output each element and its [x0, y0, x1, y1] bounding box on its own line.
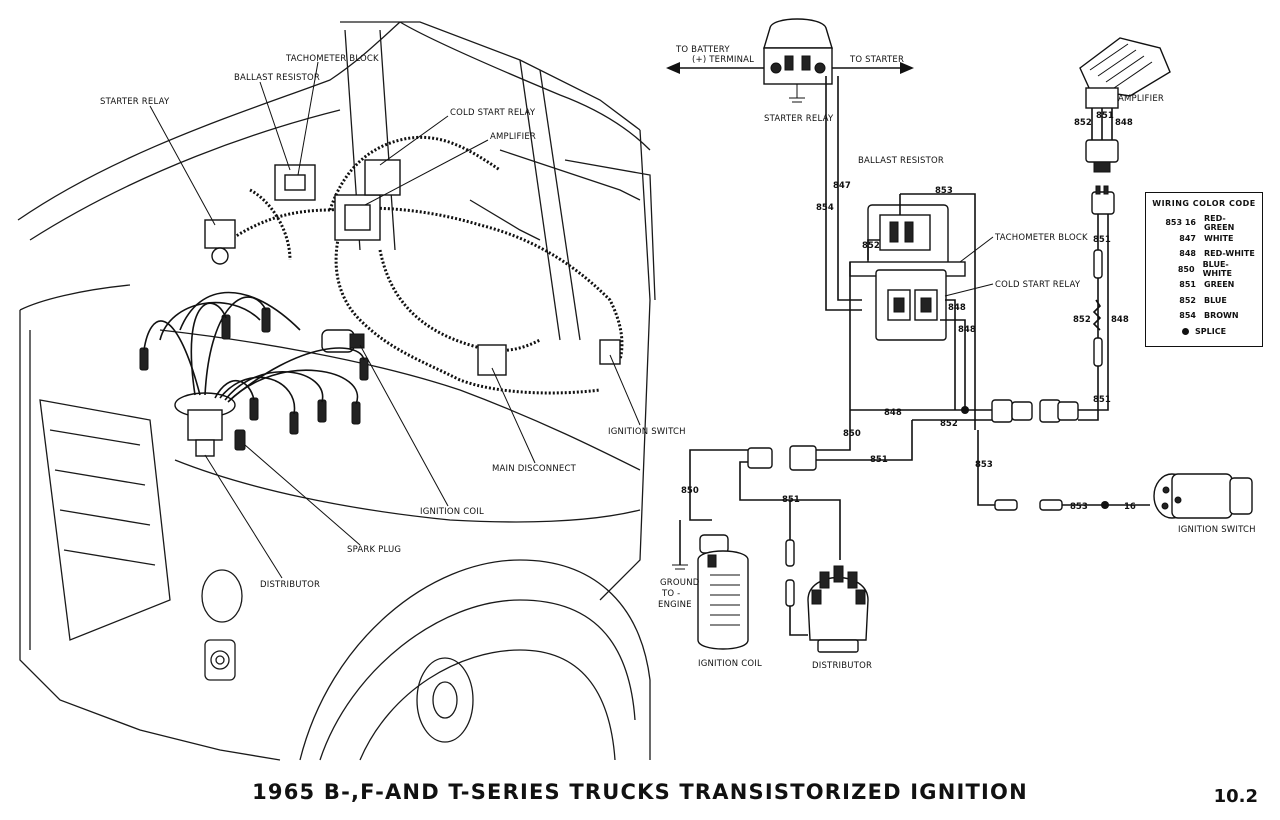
- wire-number: 848: [948, 303, 966, 313]
- wire-number: 851: [870, 455, 888, 465]
- label-starter-relay: STARTER RELAY: [100, 97, 170, 107]
- legend-row: 851 GREEN: [1152, 277, 1256, 293]
- wire-number: 853: [975, 460, 993, 470]
- wire-numbers: 847 854 852 851 848 853 852 848 848 848 …: [681, 111, 1136, 512]
- label-tachometer-block-schem: TACHOMETER BLOCK: [994, 233, 1088, 243]
- label-main-disconnect: MAIN DISCONNECT: [492, 464, 577, 474]
- left-labels: TACHOMETER BLOCK BALLAST RESISTOR STARTE…: [100, 54, 686, 590]
- label-distributor: DISTRIBUTOR: [260, 580, 320, 590]
- page-number: 10.2: [1213, 786, 1258, 807]
- label-ground-to: TO -: [661, 589, 680, 599]
- legend-row: 852 BLUE: [1152, 293, 1256, 309]
- label-ground-engine: ENGINE: [658, 600, 692, 610]
- legend-code: 853 16: [1165, 218, 1196, 228]
- label-cold-start-relay: COLD START RELAY: [450, 108, 536, 118]
- legend-title: WIRING COLOR CODE: [1152, 199, 1256, 208]
- wire-number: 851: [1093, 395, 1111, 405]
- legend-code: 850: [1177, 264, 1195, 274]
- wire-number: 848: [1111, 315, 1129, 325]
- label-battery-terminal: (+) TERMINAL: [692, 55, 754, 65]
- legend-code: 854: [1179, 311, 1196, 321]
- distributor: [807, 565, 869, 653]
- legend-row: 850 BLUE-WHITE: [1152, 260, 1256, 279]
- truck-cab-illustration: [17, 21, 656, 761]
- legend-color: RED-GREEN: [1203, 213, 1235, 232]
- wire-number: 851: [782, 495, 800, 505]
- label-spark-plug: SPARK PLUG: [347, 545, 401, 555]
- page-title: 1965 B-,F-AND T-SERIES TRUCKS TRANSISTOR…: [252, 780, 1028, 804]
- wire-number: 850: [843, 429, 861, 439]
- label-to-battery: TO BATTERY: [675, 45, 730, 55]
- legend-code: 851: [1179, 280, 1196, 290]
- label-ignition-coil: IGNITION COIL: [420, 507, 484, 517]
- wire-number: 848: [1115, 118, 1133, 128]
- legend-code: 848: [1179, 249, 1196, 259]
- amplifier: [1079, 37, 1171, 173]
- legend-color: RED-WHITE: [1204, 249, 1255, 259]
- label-ignition-coil-schem: IGNITION COIL: [698, 659, 762, 669]
- wire-number: 848: [958, 325, 976, 335]
- left-leader-lines: [149, 61, 641, 579]
- legend-row: 847 WHITE: [1152, 231, 1256, 247]
- splice-dot-icon: [1182, 327, 1189, 335]
- wire-number: 16: [1124, 502, 1136, 512]
- ignition-switch: [1153, 473, 1253, 519]
- legend-row: 853 16 RED-GREEN: [1152, 213, 1256, 232]
- label-starter-relay-schem: STARTER RELAY: [764, 114, 834, 124]
- wiring-schematic: [666, 18, 1253, 653]
- wire-number: 854: [816, 203, 834, 213]
- wire-number: 851: [1096, 111, 1114, 121]
- wire-number: 850: [681, 486, 699, 496]
- label-ballast-resistor-schem: BALLAST RESISTOR: [858, 156, 944, 166]
- legend-row: 848 RED-WHITE: [1152, 246, 1256, 262]
- label-amplifier: AMPLIFIER: [490, 132, 536, 142]
- ballast-and-relay-assembly: [849, 204, 966, 341]
- label-amplifier-schem: AMPLIFIER: [1118, 94, 1164, 104]
- label-cold-start-relay-schem: COLD START RELAY: [995, 280, 1081, 290]
- legend-splice-label: SPLICE: [1195, 326, 1227, 336]
- legend-code: 847: [1179, 233, 1196, 243]
- label-to-starter: TO STARTER: [849, 55, 904, 65]
- label-ignition-switch: IGNITION SWITCH: [608, 427, 686, 437]
- legend-color: BROWN: [1204, 311, 1239, 321]
- ignition-coil: [697, 534, 749, 650]
- label-ignition-switch-schem: IGNITION SWITCH: [1178, 525, 1256, 535]
- legend-code: 852: [1179, 295, 1196, 305]
- legend-row-splice: SPLICE: [1152, 324, 1256, 340]
- label-ground: GROUND: [660, 578, 700, 588]
- legend-color: WHITE: [1204, 233, 1234, 243]
- legend-color: BLUE-WHITE: [1202, 260, 1232, 279]
- wire-number: 848: [884, 408, 902, 418]
- legend-color: GREEN: [1204, 280, 1235, 290]
- wire-number: 853: [1070, 502, 1088, 512]
- wire-number: 847: [833, 181, 851, 191]
- wiring-color-code-legend: WIRING COLOR CODE 853 16 RED-GREEN 847 W…: [1145, 192, 1263, 347]
- wire-number: 852: [1074, 118, 1092, 128]
- legend-row: 854 BROWN: [1152, 308, 1256, 324]
- label-ballast-resistor: BALLAST RESISTOR: [234, 73, 320, 83]
- legend-color: BLUE: [1204, 295, 1227, 305]
- starter-relay: [763, 18, 833, 103]
- label-distributor-schem: DISTRIBUTOR: [812, 661, 872, 671]
- wire-number: 852: [862, 241, 880, 251]
- label-tachometer-block: TACHOMETER BLOCK: [285, 54, 379, 64]
- schematic-labels: TO BATTERY (+) TERMINAL TO STARTER START…: [658, 45, 1256, 671]
- wire-number: 852: [940, 419, 958, 429]
- wire-number: 853: [935, 186, 953, 196]
- wire-number: 852: [1073, 315, 1091, 325]
- wire-number: 851: [1093, 235, 1111, 245]
